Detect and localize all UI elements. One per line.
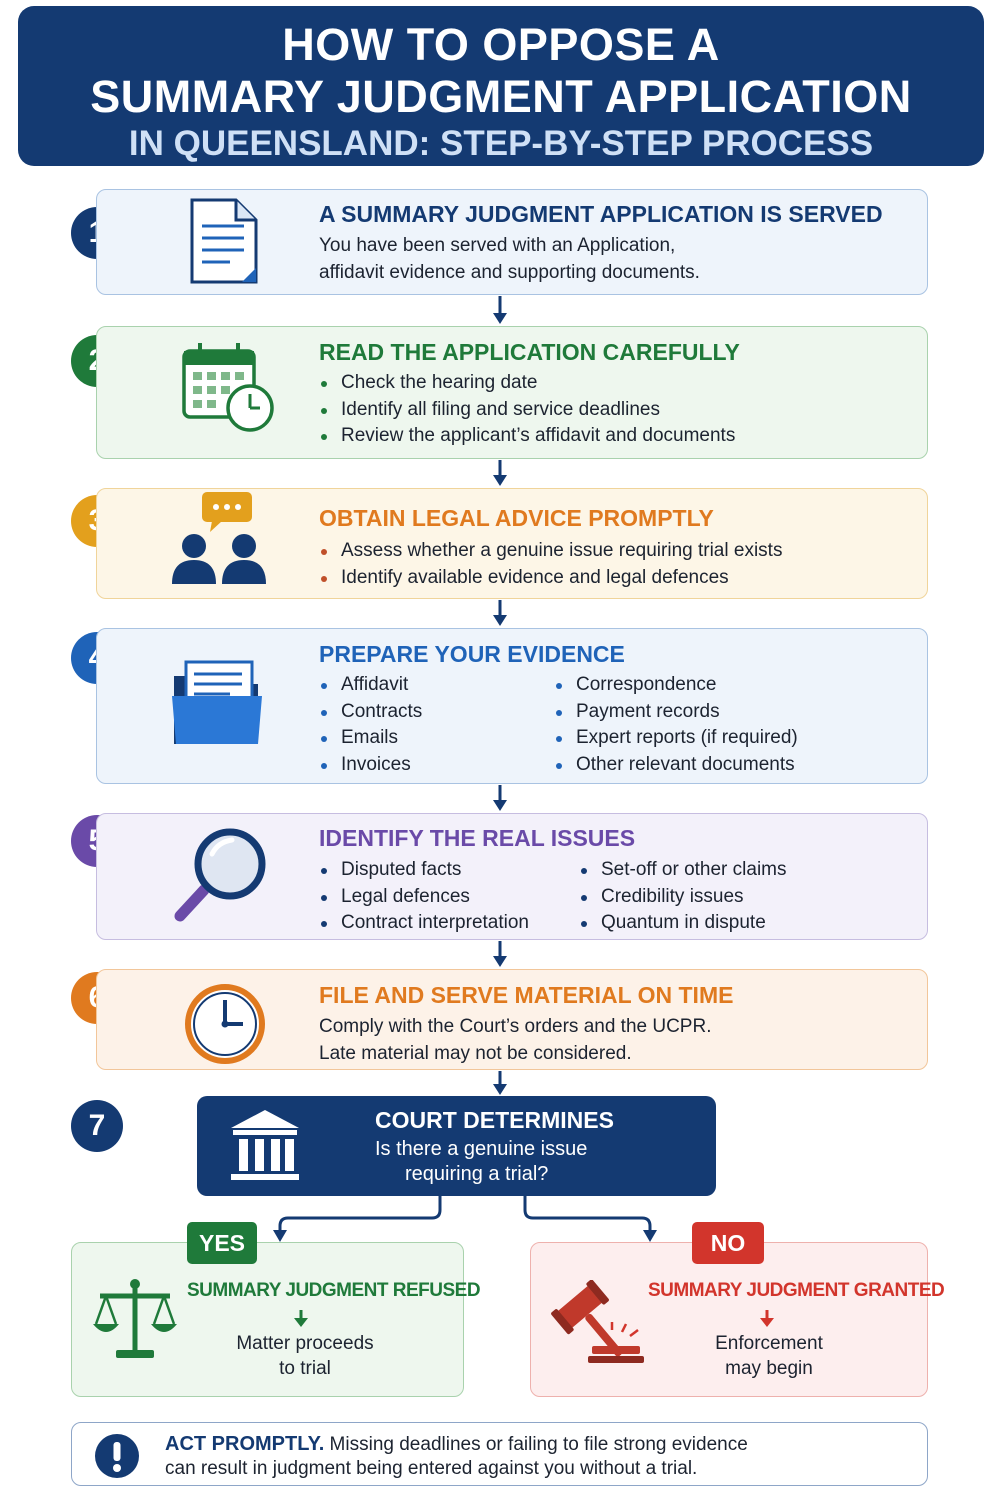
step-2-card [96,326,928,459]
list-item: Correspondence [554,672,798,699]
arrow-down-icon [493,460,507,486]
step-6-text-line-2: Late material may not be considered. [319,1043,632,1064]
calendar-clock-icon [182,343,274,432]
clock-icon [185,984,265,1064]
header-title-line-1: HOW TO OPPOSE A [282,19,720,70]
document-icon [190,198,258,284]
no-badge: NO [692,1222,764,1264]
arrow-down-icon [493,785,507,811]
list-item: Credibility issues [579,884,787,911]
step-6-text-line-1: Comply with the Court’s orders and the U… [319,1016,712,1037]
step-2-title: READ THE APPLICATION CAREFULLY [319,339,740,365]
branch-connector [273,1196,657,1242]
step-5-bullet-list-left: Disputed facts Legal defences Contract i… [319,857,529,937]
list-item: Assess whether a genuine issue requiring… [319,538,782,565]
list-item: Set-off or other claims [579,857,787,884]
arrow-down-icon [493,941,507,967]
list-item: Contracts [319,699,422,726]
list-item: Quantum in dispute [579,910,787,937]
court-question-line-1: Is there a genuine issue [375,1138,588,1160]
exclamation-icon [95,1434,139,1478]
court-question-line-2: requiring a trial? [405,1163,549,1185]
courthouse-icon [231,1110,299,1180]
outcome-no-text-line-1: Enforcement [715,1333,823,1354]
folder-icon [172,660,262,744]
list-item: Expert reports (if required) [554,725,798,752]
arrow-down-icon [493,296,507,324]
court-decision-box: COURT DETERMINES Is there a genuine issu… [197,1096,716,1196]
arrow-down-icon [493,1071,507,1095]
list-item: Disputed facts [319,857,529,884]
scales-icon [93,1279,177,1358]
list-item: Affidavit [319,672,422,699]
warning-line-1-text: Missing deadlines or failing to file str… [324,1434,748,1455]
list-item: Contract interpretation [319,910,529,937]
magnifier-icon [174,828,266,922]
yes-badge: YES [187,1222,257,1264]
warning-box: ACT PROMPTLY. Missing deadlines or faili… [71,1422,928,1486]
step-2-bullet-list: Check the hearing date Identify all fili… [319,370,735,450]
step-7-number: 7 [71,1100,123,1152]
step-4-title: PREPARE YOUR EVIDENCE [319,641,625,667]
step-3-title: OBTAIN LEGAL ADVICE PROMPTLY [319,505,714,531]
outcome-yes-title: SUMMARY JUDGMENT REFUSED [187,1280,481,1301]
step-4-bullet-list-right: Correspondence Payment records Expert re… [554,672,798,778]
list-item: Review the applicant’s affidavit and doc… [319,423,735,450]
list-item: Identify all filing and service deadline… [319,397,735,424]
warning-line-2: can result in judgment being entered aga… [165,1458,698,1479]
outcome-no-title: SUMMARY JUDGMENT GRANTED [648,1280,945,1301]
header-subtitle: IN QUEENSLAND: STEP-BY-STEP PROCESS [128,124,874,163]
outcome-yes-text-line-1: Matter proceeds [236,1333,374,1354]
gavel-icon [551,1280,644,1363]
list-item: Other relevant documents [554,752,798,779]
list-item: Invoices [319,752,422,779]
arrow-down-icon [493,600,507,626]
header-banner: HOW TO OPPOSE A SUMMARY JUDGMENT APPLICA… [18,6,984,166]
header-title-line-2: SUMMARY JUDGMENT APPLICATION [90,71,912,122]
step-1-text-line-2: affidavit evidence and supporting docume… [319,262,700,283]
arrow-down-icon [760,1310,774,1327]
arrow-down-icon [294,1310,308,1327]
people-chat-icon [172,492,266,584]
list-item: Emails [319,725,422,752]
list-item: Payment records [554,699,798,726]
list-item: Legal defences [319,884,529,911]
step-4-bullet-list-left: Affidavit Contracts Emails Invoices [319,672,422,778]
outcome-yes-text-line-2: to trial [279,1358,331,1379]
step-3-bullet-list: Assess whether a genuine issue requiring… [319,538,782,591]
list-item: Identify available evidence and legal de… [319,565,782,592]
list-item: Check the hearing date [319,370,735,397]
warning-line-1: ACT PROMPTLY. Missing deadlines or faili… [165,1433,748,1456]
step-5-title: IDENTIFY THE REAL ISSUES [319,825,636,851]
step-1-text-line-1: You have been served with an Application… [319,235,676,256]
step-5-bullet-list-right: Set-off or other claims Credibility issu… [579,857,787,937]
outcome-no-text-line-2: may begin [725,1358,813,1379]
court-title: COURT DETERMINES [375,1107,614,1133]
warning-strong: ACT PROMPTLY. [165,1433,325,1455]
step-6-title: FILE AND SERVE MATERIAL ON TIME [319,982,734,1008]
step-1-title: A SUMMARY JUDGMENT APPLICATION IS SERVED [319,201,883,227]
